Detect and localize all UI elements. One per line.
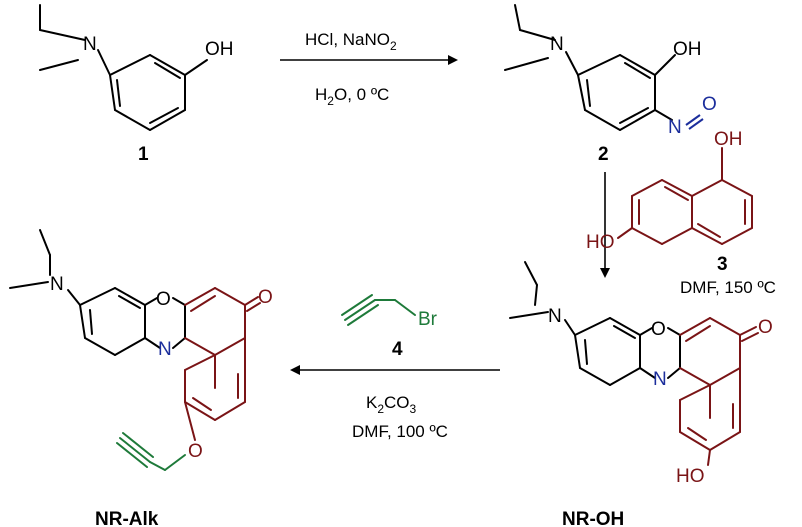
reaction-arrow-1-head <box>448 55 458 65</box>
step3-conditions: DMF, 100 ºC <box>352 422 448 441</box>
compound-2-n-atom: N <box>550 34 564 55</box>
reaction-arrow-2-head <box>600 268 610 278</box>
nr-oh-ho-group: HO <box>676 466 705 487</box>
step1-conditions: H2O, 0 ºC <box>315 85 389 108</box>
compound-2-structure <box>504 4 676 131</box>
compound-3-oh-group: OH <box>714 129 743 150</box>
compound-4-structure <box>341 294 416 326</box>
nr-oh-label: NR-OH <box>562 509 624 527</box>
compound-1-structure <box>39 4 208 131</box>
nr-alk-structure <box>9 229 261 471</box>
compound-1-oh-group: OH <box>205 39 234 60</box>
compound-2-nitroso-o: O <box>702 94 717 115</box>
reaction-arrow-3-head <box>290 365 300 375</box>
nr-oh-carbonyl-o: O <box>758 317 773 338</box>
nr-oh-ring-o: O <box>651 319 666 340</box>
nr-alk-ether-o: O <box>188 441 203 462</box>
step1-reagents: HCl, NaNO2 <box>305 30 397 53</box>
compound-3-label: 3 <box>717 254 728 275</box>
nr-alk-ring-o: O <box>156 289 171 310</box>
nr-oh-structure <box>509 261 759 466</box>
compound-2-oh-group: OH <box>673 39 702 60</box>
step2-conditions: DMF, 150 ºC <box>680 278 776 297</box>
compound-2-nitroso-n: N <box>668 117 682 138</box>
compound-4-br-atom: Br <box>418 309 438 330</box>
compound-4-label: 4 <box>392 339 403 360</box>
compound-2-label: 2 <box>598 144 609 165</box>
compound-1-label: 1 <box>138 144 149 165</box>
step3-reagents: K2CO3 <box>366 393 417 416</box>
nr-oh-n-atom: N <box>548 306 562 327</box>
compound-2-nitroso-bond <box>685 114 701 126</box>
nr-alk-label: NR-Alk <box>95 509 159 527</box>
compound-3-structure <box>617 147 753 245</box>
nr-alk-ring-n: N <box>158 339 172 360</box>
nr-alk-carbonyl-o: O <box>258 287 273 308</box>
compound-3-ho-group: HO <box>586 232 615 253</box>
compound-1-n-atom: N <box>83 34 97 55</box>
nr-oh-ring-n: N <box>653 369 667 390</box>
nr-alk-n-atom: N <box>50 274 64 295</box>
